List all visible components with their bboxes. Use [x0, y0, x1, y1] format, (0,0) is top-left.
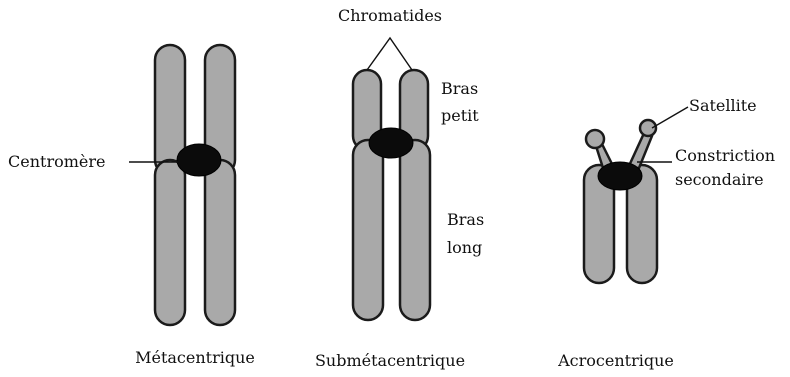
chromatides-label: Chromatides [338, 6, 442, 25]
metacentric-chromosome [155, 45, 235, 325]
short-arm-label-line1: Bras [441, 79, 478, 98]
submetacentric-chromosome [353, 70, 430, 320]
centromere-label: Centromère [8, 152, 105, 171]
acrocentric-centromere [598, 162, 642, 190]
submetacentric-long-left-arm [353, 140, 383, 320]
acrocentric-left-satellite [586, 130, 604, 148]
acrocentric-right-satellite [640, 120, 656, 136]
submetacentric-centromere [369, 128, 413, 158]
metacentric-lower-right-arm [205, 160, 235, 325]
satellite-label: Satellite [689, 96, 757, 115]
acrocentric-caption: Acrocentrique [557, 351, 674, 370]
metacentric-centromere [177, 144, 221, 176]
constriction-label-line2: secondaire [675, 170, 764, 189]
constriction-label-line1: Constriction [675, 146, 775, 165]
short-arm-label-line2: petit [441, 106, 479, 125]
submetacentric-long-right-arm [400, 140, 430, 320]
long-arm-label-line2: long [447, 238, 482, 257]
satellite-leader [652, 107, 688, 128]
metacentric-lower-left-arm [155, 160, 185, 325]
metacentric-caption: Métacentrique [135, 348, 255, 367]
acrocentric-chromosome [584, 120, 657, 283]
long-arm-label-line1: Bras [447, 210, 484, 229]
chromatides-leader [367, 38, 412, 70]
submetacentric-caption: Submétacentrique [315, 351, 465, 370]
